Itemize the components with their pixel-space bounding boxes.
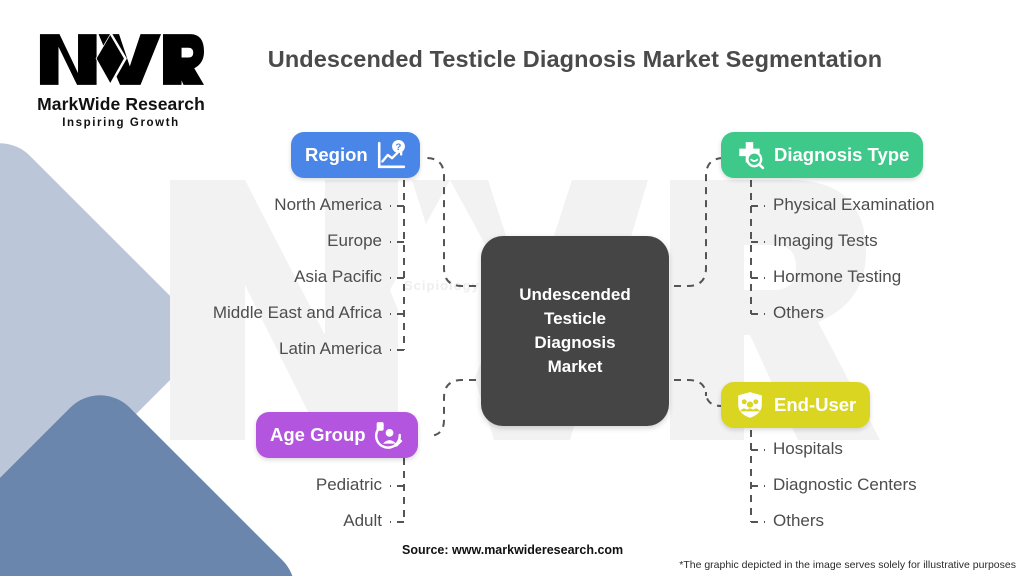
branch-node-end-user[interactable]: End-User	[721, 382, 871, 428]
age-stubs	[390, 485, 404, 523]
leaf-enduser-2: Diagnostic Centers	[773, 475, 917, 494]
leaf-region-5: Latin America	[279, 339, 382, 358]
disclaimer-text: *The graphic depicted in the image serve…	[679, 559, 1016, 571]
center-node-label: Undescended Testicle Diagnosis Market	[519, 284, 631, 377]
enduser-stubs	[751, 449, 765, 523]
branch-label-diagnosis-type: Diagnosis Type	[774, 144, 910, 165]
branch-label-end-user: End-User	[774, 394, 857, 415]
leaf-enduser-1: Hospitals	[773, 439, 843, 458]
brand-logo: MarkWide Research Inspiring Growth	[26, 30, 216, 129]
mwr-logo-icon	[39, 32, 204, 86]
branch-node-diagnosis-type[interactable]: Diagnosis Type	[721, 132, 924, 178]
shield-people-icon	[735, 390, 765, 420]
watermark-text: Scipiology	[404, 278, 480, 293]
source-text: Source: www.markwideresearch.com	[402, 543, 624, 557]
page-title: Undescended Testicle Diagnosis Market Se…	[267, 46, 883, 72]
leaf-region-3: Asia Pacific	[294, 267, 382, 286]
leaf-diagnosis-2: Imaging Tests	[773, 231, 878, 250]
branch-node-region[interactable]: Region ?	[291, 132, 420, 178]
leaf-region-1: North America	[274, 195, 382, 214]
link-center-diagnosis	[674, 157, 725, 287]
branch-label-region: Region	[305, 144, 368, 165]
leaf-region-4: Middle East and Africa	[212, 303, 382, 322]
leaf-age-2: Adult	[343, 511, 382, 530]
brand-tagline: Inspiring Growth	[62, 117, 180, 129]
user-profile-edit-icon	[374, 420, 404, 450]
leaf-age-1: Pediatric	[315, 475, 382, 494]
branch-label-age-group: Age Group	[270, 424, 366, 445]
medical-cross-search-icon	[735, 140, 765, 170]
leaf-enduser-3: Others	[773, 511, 825, 530]
leaf-diagnosis-4: Others	[773, 303, 825, 322]
leaf-region-2: Europe	[327, 231, 382, 250]
chart-question-icon: ?	[376, 140, 406, 170]
branch-node-age-group[interactable]: Age Group	[256, 412, 418, 458]
diagnosis-stubs	[751, 205, 765, 315]
brand-name: MarkWide Research	[37, 94, 205, 114]
region-stubs	[390, 205, 404, 351]
link-center-region	[425, 157, 476, 287]
leaf-diagnosis-1: Physical Examination	[773, 195, 935, 214]
center-node[interactable]: Undescended Testicle Diagnosis Market	[481, 236, 669, 426]
svg-text:?: ?	[395, 142, 401, 153]
link-center-age	[427, 379, 476, 437]
leaf-diagnosis-3: Hormone Testing	[773, 267, 902, 286]
link-center-enduser	[674, 379, 723, 407]
